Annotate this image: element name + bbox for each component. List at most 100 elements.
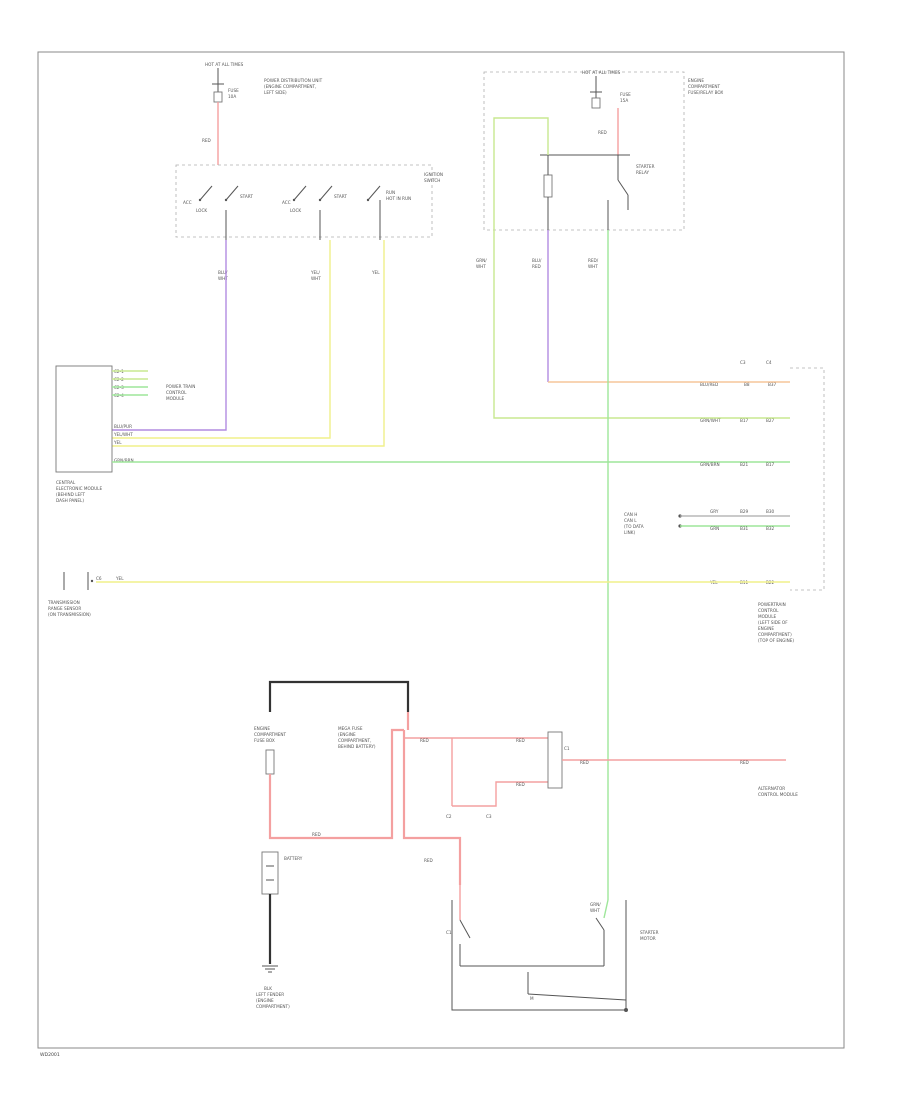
pcm-label: POWERTRAIN bbox=[758, 602, 786, 607]
bcm-wire-grn: GRN/BRN bbox=[114, 458, 134, 463]
hot-at-all-times-label-2: HOT AT ALL TIMES bbox=[582, 70, 621, 75]
wire-red-label: RED bbox=[202, 138, 211, 143]
starter-relay-label: STARTER bbox=[636, 164, 655, 169]
ignition-switch-label-b: SWITCH bbox=[424, 178, 440, 183]
pcm-label-e: ENGINE bbox=[758, 626, 774, 631]
switch-lock-label: LOCK bbox=[196, 208, 207, 213]
wire-red-wht-label-b: WHT bbox=[588, 264, 598, 269]
bcm-wire-blupur: BLU/PUR bbox=[114, 424, 132, 429]
wire-yel-wht-label: YEL/ bbox=[310, 270, 321, 275]
trs-label: TRANSMISSION bbox=[47, 600, 80, 605]
alt-pin-2: C2 bbox=[446, 814, 452, 819]
mega-fuse-label-c: COMPARTMENT, bbox=[338, 738, 371, 743]
fuse-15a-rating: 15A bbox=[620, 98, 628, 103]
can-wire-1: GRY bbox=[710, 509, 719, 514]
ground-label-c: COMPARTMENT) bbox=[256, 1004, 290, 1009]
alt-wire-2: RED bbox=[516, 738, 525, 743]
can-note-b: LINK) bbox=[624, 530, 635, 535]
can-low-label: CAN L bbox=[624, 518, 637, 523]
pcm-pin-e3: B17 bbox=[766, 462, 775, 467]
can-pin-3: B31 bbox=[740, 526, 749, 531]
hot-in-run-label: HOT IN RUN bbox=[386, 196, 411, 201]
fusible-label-b: COMPARTMENT bbox=[254, 732, 287, 737]
pcm-header-2: C4 bbox=[766, 360, 772, 365]
can-high-label: CAN H bbox=[624, 512, 637, 517]
fuse-label: FUSE bbox=[228, 88, 239, 93]
pcm-pin-3: B21 bbox=[740, 462, 749, 467]
alternator-label: ALTERNATOR bbox=[758, 786, 785, 791]
diagram-frame bbox=[37, 51, 845, 1049]
starter-label: STARTER bbox=[640, 930, 659, 935]
ignition-switch: ACC LOCK START ACC LOCK START RUN HOT IN… bbox=[175, 164, 443, 240]
bcm-label: CENTRAL bbox=[56, 480, 76, 485]
pcm-wire-3: GRN/BRN bbox=[700, 462, 720, 467]
central-electronic-module: C2-1 C2-2 C2-3 C2-4 POWER TRAIN CONTROL … bbox=[55, 365, 195, 503]
pdu-label-b: (ENGINE COMPARTMENT, bbox=[264, 84, 316, 89]
battery-label: BATTERY bbox=[284, 856, 303, 861]
switch-acc-label-2: ACC bbox=[282, 200, 291, 205]
alt-pin-3: C3 bbox=[486, 814, 492, 819]
ground-point: BLK LEFT FENDER (ENGINE COMPARTMENT) bbox=[256, 986, 290, 1009]
wire-grn-wht-label: GRN/ bbox=[476, 258, 487, 263]
trs-label-c: (ON TRANSMISSION) bbox=[48, 612, 91, 617]
pcm-pin-e1: B37 bbox=[768, 382, 777, 387]
switch-start-label-2: START bbox=[334, 194, 347, 199]
bcm-label-d: DASH PANEL) bbox=[56, 498, 84, 503]
alt-wire-1: RED bbox=[420, 738, 429, 743]
mega-fuse-label: MEGA FUSE bbox=[338, 726, 363, 731]
wire-blu-wht-label: BLU/ bbox=[218, 270, 228, 275]
bcm-label-b: ELECTRONIC MODULE bbox=[56, 486, 102, 491]
pcm-pin-e2: B27 bbox=[766, 418, 775, 423]
pdu-label: POWER DISTRIBUTION UNIT bbox=[264, 78, 323, 83]
powertrain-control-module: C3 C4 BLU/RED B8 B37 GRN/WHT B17 B27 GRN… bbox=[624, 360, 825, 643]
pcm-label-d: (LEFT SIDE OF bbox=[758, 620, 788, 625]
transmission-range-sensor: C6 YEL TRANSMISSION RANGE SENSOR (ON TRA… bbox=[47, 572, 124, 617]
engine-fuse-box-label-c: FUSE/RELAY BOX bbox=[688, 90, 723, 95]
alt-wire-3: RED bbox=[516, 782, 525, 787]
trs-wire: YEL bbox=[115, 576, 124, 581]
mega-fuse-label-b: (ENGINE bbox=[338, 732, 356, 737]
starter-wire-green: GRN/ bbox=[590, 902, 601, 907]
alt-wire-5: RED bbox=[740, 760, 749, 765]
hot-at-all-times-label: HOT AT ALL TIMES bbox=[205, 62, 244, 67]
can-pin-1: B29 bbox=[740, 509, 749, 514]
bcm-wire-yelwht: YEL/WHT bbox=[113, 432, 133, 437]
switch-lock-label-2: LOCK bbox=[290, 208, 301, 213]
wire-red-wht-label: RED/ bbox=[588, 258, 599, 263]
can-note: (TO DATA bbox=[624, 524, 644, 529]
diagram-code: WD2001 bbox=[40, 1052, 60, 1058]
ground-label: LEFT FENDER bbox=[256, 992, 284, 997]
bcm-label-c: (BEHIND LEFT bbox=[56, 492, 86, 497]
fuse-15a-label: FUSE bbox=[620, 92, 631, 97]
wire-grn-wht-label-b: WHT bbox=[476, 264, 486, 269]
wire-blu-wht-label-b: WHT bbox=[218, 276, 228, 281]
pcm-pin-1: B8 bbox=[744, 382, 750, 387]
switch-run-label: RUN bbox=[386, 190, 395, 195]
pcm-label-b: CONTROL bbox=[758, 608, 779, 613]
trs-label-b: RANGE SENSOR bbox=[48, 606, 81, 611]
bcm-note-b: CONTROL bbox=[166, 390, 187, 395]
mega-fuse-label-d: BEHIND BATTERY) bbox=[338, 744, 376, 749]
trs-pin: C6 bbox=[96, 576, 102, 581]
wire-red-r-label: RED bbox=[598, 130, 607, 135]
pcm-label-f: COMPARTMENT) bbox=[758, 632, 792, 637]
pcm-wire-1: BLU/RED bbox=[700, 382, 718, 387]
pdu-label-c: LEFT SIDE) bbox=[264, 90, 287, 95]
starter-motor-pin: M bbox=[530, 996, 534, 1001]
mega-fuse: MEGA FUSE (ENGINE COMPARTMENT, BEHIND BA… bbox=[338, 726, 376, 749]
alt-pin-1: C1 bbox=[564, 746, 570, 751]
switch-start-label: START bbox=[240, 194, 253, 199]
pcm-pin-2: B17 bbox=[740, 418, 749, 423]
starter-wire-green-b: WHT bbox=[590, 908, 600, 913]
wire-yel-label: YEL bbox=[371, 270, 380, 275]
ground-wire-label: BLK bbox=[264, 986, 272, 991]
battery-wire-label-2: RED bbox=[424, 858, 433, 863]
wire-blu-red-label-b: RED bbox=[532, 264, 541, 269]
alt-wire-4: RED bbox=[580, 760, 589, 765]
starter-pin: C1 bbox=[446, 930, 452, 935]
pcm-header-1: C3 bbox=[740, 360, 746, 365]
can-wire-2: GRN bbox=[710, 526, 719, 531]
pcm-label-g: (TOP OF ENGINE) bbox=[758, 638, 794, 643]
engine-fuse-relay-box: HOT AT ALL TIMES FUSE 15A ENGINE COMPART… bbox=[483, 70, 723, 231]
